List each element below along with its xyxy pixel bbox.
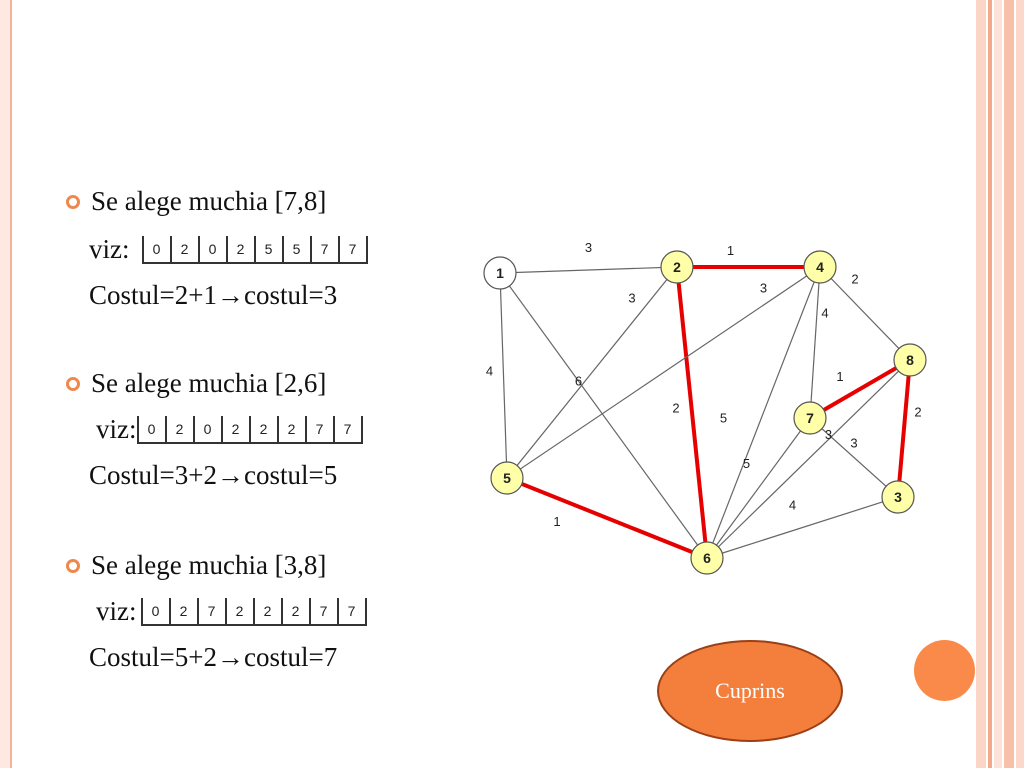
- step-1-viz-row: viz: 0 2 0 2 5 5 7 7: [89, 234, 368, 265]
- edge-weight-label: 6: [575, 374, 582, 389]
- graph-node-6: [690, 541, 724, 575]
- step-3-viz-row: viz: 0 2 7 2 2 2 7 7: [96, 596, 367, 627]
- viz-cell: 2: [167, 415, 195, 442]
- step-3-cost: Costul=5+2→costul=7: [89, 642, 338, 672]
- edge-weight-label: 3: [850, 436, 857, 451]
- edge-2-5: [506, 266, 678, 479]
- edge-weight-label: 1: [553, 514, 560, 529]
- edge-weight-label: 3: [760, 281, 767, 296]
- viz-cell: 7: [307, 415, 335, 442]
- step-2-viz-row: viz: 0 2 0 2 2 2 7 7: [96, 414, 363, 445]
- edge-5-6: [506, 476, 708, 560]
- step-2-bullet-row: Se alege muchia [2,6]: [66, 368, 326, 399]
- edge-7-8: [808, 358, 912, 420]
- decorative-orange-circle: [914, 640, 975, 701]
- step-2-title: Se alege muchia [2,6]: [91, 368, 327, 398]
- right-decorative-stripes: [976, 0, 1024, 768]
- viz-cell: 2: [227, 597, 255, 624]
- graph-node-2: [660, 250, 694, 284]
- bullet-icon: [66, 376, 80, 391]
- step-1-bullet-row: Se alege muchia [7,8]: [66, 186, 326, 217]
- viz-cell: 7: [199, 597, 227, 624]
- edge-weight-label: 2: [672, 401, 679, 416]
- edge-4-6: [706, 266, 821, 559]
- edge-1-6: [499, 272, 708, 559]
- viz-cell: 2: [171, 597, 199, 624]
- viz-cell: 7: [339, 597, 367, 624]
- edge-weight-label: 5: [743, 456, 750, 471]
- edge-6-8: [706, 359, 911, 559]
- weighted-graph: 3 4 6 1 3 2 3 5 4 2 1 3 2 5 3 4 1 1 2 3 4 5 6 7 8: [483, 240, 927, 575]
- edge-1-2: [499, 266, 678, 274]
- edge-weight-label: 3: [585, 240, 592, 255]
- viz-cell: 2: [228, 235, 256, 262]
- edge-weight-label: 3: [628, 291, 635, 306]
- graph-node-8: [893, 343, 927, 377]
- viz-cell: 5: [256, 235, 284, 262]
- viz-cell: 0: [195, 415, 223, 442]
- viz-cell: 0: [143, 597, 171, 624]
- viz-cell: 2: [255, 597, 283, 624]
- bullet-icon: [66, 194, 80, 209]
- edge-weight-label: 1: [836, 369, 843, 384]
- viz-cell: 5: [284, 235, 312, 262]
- viz-array-1: 0 2 0 2 5 5 7 7: [141, 235, 368, 264]
- viz-cell: 7: [311, 597, 339, 624]
- step-2-cost: Costul=3+2→costul=5: [89, 460, 338, 490]
- step-1-cost: Costul=2+1→costul=3: [89, 280, 338, 310]
- graph-node-label: 1: [496, 265, 504, 281]
- viz-cell: 7: [312, 235, 340, 262]
- viz-label: viz:: [96, 414, 137, 444]
- viz-cell: 2: [283, 597, 311, 624]
- edge-6-7: [706, 417, 811, 559]
- edge-8-3: [896, 359, 912, 498]
- edge-weight-label: 2: [914, 405, 921, 420]
- viz-cell: 2: [172, 235, 200, 262]
- viz-cell: 0: [139, 415, 167, 442]
- graph-node-label: 2: [673, 259, 681, 275]
- graph-node-5: [490, 461, 524, 495]
- edge-1-5: [499, 272, 508, 479]
- edge-4-5: [506, 266, 821, 479]
- graph-node-label: 7: [806, 410, 814, 426]
- graph-node-label: 5: [503, 470, 511, 486]
- viz-label: viz:: [89, 234, 130, 264]
- viz-cell: 2: [251, 415, 279, 442]
- edge-weight-label: 4: [486, 364, 493, 379]
- edge-weight-label: 3: [825, 427, 832, 442]
- step-3-bullet-row: Se alege muchia [3,8]: [66, 550, 326, 581]
- graph-node-label: 4: [816, 259, 824, 275]
- edge-weight-label: 1: [727, 243, 734, 258]
- edge-2-6: [675, 266, 709, 559]
- edge-weight-label: 5: [720, 411, 727, 426]
- viz-cell: 0: [200, 235, 228, 262]
- viz-cell: 7: [335, 415, 363, 442]
- edge-4-8: [819, 266, 911, 361]
- edge-6-3: [706, 496, 899, 559]
- edge-weight-label: 4: [789, 498, 796, 513]
- viz-array-3: 0 2 7 2 2 2 7 7: [140, 597, 367, 626]
- cuprins-button[interactable]: Cuprins: [657, 640, 843, 742]
- edge-7-3: [809, 417, 899, 498]
- graph-node-label: 3: [894, 489, 902, 505]
- graph-node-3: [881, 480, 915, 514]
- graph-node-1: [483, 256, 517, 290]
- bullet-icon: [66, 558, 80, 573]
- step-1-title: Se alege muchia [7,8]: [91, 186, 327, 216]
- edge-weight-label: 4: [821, 306, 828, 321]
- viz-cell: 2: [279, 415, 307, 442]
- viz-cell: 2: [223, 415, 251, 442]
- viz-label: viz:: [96, 596, 137, 626]
- viz-cell: 0: [144, 235, 172, 262]
- graph-node-7: [793, 401, 827, 435]
- edge-4-7: [809, 266, 821, 419]
- viz-cell: 7: [340, 235, 368, 262]
- step-3-title: Se alege muchia [3,8]: [91, 550, 327, 580]
- graph-node-label: 8: [906, 352, 914, 368]
- graph-node-4: [803, 250, 837, 284]
- viz-array-2: 0 2 0 2 2 2 7 7: [136, 415, 363, 444]
- left-frame-border: [0, 0, 12, 768]
- graph-node-label: 6: [703, 550, 711, 566]
- edge-weight-label: 2: [851, 272, 858, 287]
